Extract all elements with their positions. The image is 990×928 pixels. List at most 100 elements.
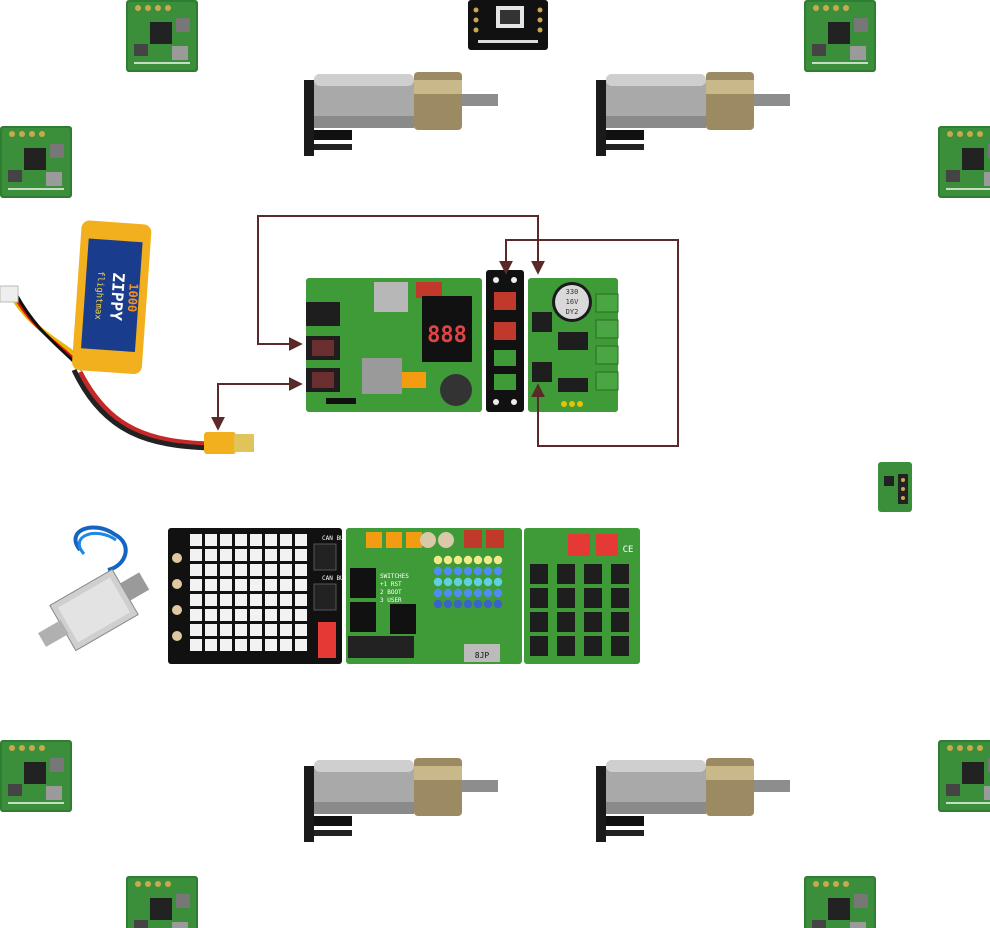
led-cell	[205, 549, 217, 561]
motor-driver-board: 330 16V DY2	[528, 278, 619, 412]
jst-connector	[557, 588, 575, 608]
pin-header	[483, 566, 493, 576]
led-cell	[265, 594, 277, 606]
led-cell	[250, 624, 262, 636]
led-cell	[205, 579, 217, 591]
jst-connector	[611, 564, 629, 584]
can-label-2: CAN BUS	[322, 575, 348, 582]
led-grid	[190, 534, 307, 651]
ce-mark: CE	[623, 545, 634, 555]
led-cell	[220, 624, 232, 636]
led-cell	[265, 579, 277, 591]
pin-header	[473, 566, 483, 576]
pin-header	[453, 599, 463, 609]
fuse-board	[486, 270, 524, 412]
led-cell	[235, 639, 247, 651]
solenoid	[38, 525, 150, 652]
pin-header	[463, 588, 473, 598]
sensor-board-right-upper	[938, 126, 990, 198]
led-cell	[250, 609, 262, 621]
led-cell	[190, 624, 202, 636]
led-cell	[295, 594, 307, 606]
pin-header	[453, 588, 463, 598]
pin-header	[443, 577, 453, 587]
led-cell	[295, 534, 307, 546]
pin-header	[433, 599, 443, 609]
pin-header	[493, 566, 503, 576]
small-sensor-board	[878, 462, 912, 512]
led-cell	[235, 609, 247, 621]
jst-connector	[584, 636, 602, 656]
led-cell	[250, 564, 262, 576]
pin-header	[463, 599, 473, 609]
led-cell	[250, 549, 262, 561]
led-cell	[235, 549, 247, 561]
led-cell	[280, 564, 292, 576]
led-cell	[220, 534, 232, 546]
led-cell	[205, 594, 217, 606]
led-cell	[235, 624, 247, 636]
led-cell	[190, 594, 202, 606]
usb-label: 8JP	[475, 651, 490, 660]
led-cell	[295, 639, 307, 651]
pin-header	[473, 599, 483, 609]
jst-connector	[611, 588, 629, 608]
pin-header	[453, 555, 463, 565]
jst-connector	[557, 612, 575, 632]
pin-header	[443, 588, 453, 598]
switch-label-0: SWITCHES	[380, 573, 409, 580]
switch-label-3: 3 USER	[380, 597, 402, 604]
led-cell	[280, 624, 292, 636]
pin-header-grid	[433, 555, 503, 609]
pin-header	[443, 566, 453, 576]
segment-display: 888	[427, 323, 467, 348]
pin-header	[493, 555, 503, 565]
capacitor-line-2: 16V	[566, 298, 579, 306]
power-board: 888	[306, 278, 482, 412]
jst-connector	[530, 612, 548, 632]
connector-grid	[530, 564, 629, 656]
led-cell	[295, 564, 307, 576]
distance-sensor-board	[468, 0, 548, 50]
led-cell	[295, 624, 307, 636]
pin-header	[433, 566, 443, 576]
sensor-board-right-lower	[938, 740, 990, 812]
can-label-1: CAN BUS	[322, 535, 348, 542]
pin-header	[463, 566, 473, 576]
capacitor-line-1: 330	[566, 288, 579, 296]
pin-header	[433, 588, 443, 598]
led-cell	[220, 564, 232, 576]
sensor-board-top-right	[804, 0, 876, 72]
wire-fuse-loop	[499, 239, 679, 447]
switch-label-2: 2 BOOT	[380, 589, 402, 596]
pin-header	[453, 577, 463, 587]
led-cell	[235, 564, 247, 576]
wire-power-to-driver	[257, 215, 545, 351]
led-cell	[265, 549, 277, 561]
pin-header	[483, 588, 493, 598]
led-cell	[265, 639, 277, 651]
jst-connector	[611, 636, 629, 656]
lipo-battery: ZIPPY flightmax 1000	[0, 220, 254, 454]
led-cell	[250, 594, 262, 606]
jst-connector	[557, 636, 575, 656]
led-cell	[295, 579, 307, 591]
sensor-board-left-upper	[0, 126, 72, 198]
led-cell	[220, 609, 232, 621]
pin-header	[473, 577, 483, 587]
battery-model: flightmax	[92, 271, 105, 321]
led-cell	[265, 609, 277, 621]
led-cell	[280, 579, 292, 591]
led-cell	[280, 549, 292, 561]
led-cell	[280, 609, 292, 621]
battery-brand: ZIPPY	[106, 272, 128, 322]
pin-header	[433, 555, 443, 565]
led-cell	[190, 579, 202, 591]
led-cell	[235, 534, 247, 546]
sensor-board-bottom-right	[804, 876, 876, 928]
pin-header	[453, 566, 463, 576]
led-matrix-panel: CAN BUS CAN BUS	[168, 528, 348, 664]
jst-connector	[584, 612, 602, 632]
led-cell	[205, 624, 217, 636]
